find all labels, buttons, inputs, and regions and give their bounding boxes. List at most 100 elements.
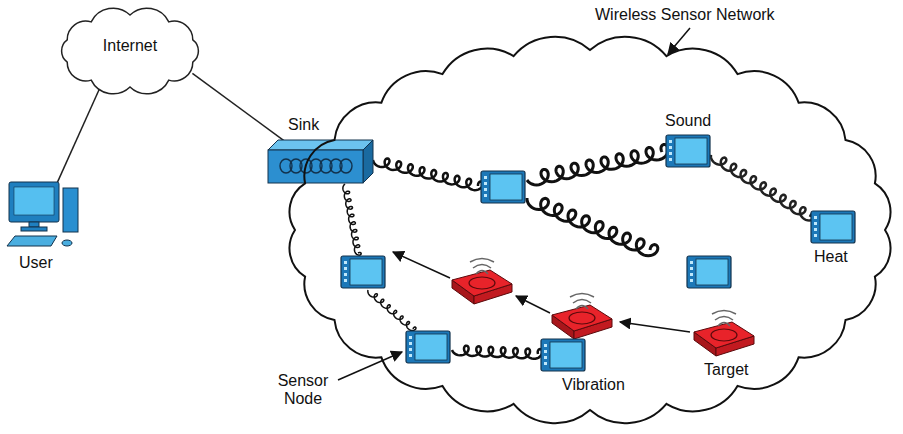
target-side (574, 319, 612, 339)
computer-screen (14, 187, 54, 215)
internet-cloud: Internet (50, 3, 210, 98)
signal-wave (570, 294, 594, 298)
sensor-panel (820, 214, 852, 240)
sensor-panel (350, 259, 382, 285)
sensor-icon (665, 134, 711, 168)
target-top (552, 305, 612, 331)
sensor-led (344, 267, 347, 270)
target-icon (552, 294, 612, 340)
computer-keyboard (7, 236, 57, 246)
target-icon (452, 259, 512, 305)
target-object: Target (692, 292, 756, 379)
sensor-led (814, 234, 817, 237)
sensor-led (814, 228, 817, 231)
computer-mouse (62, 240, 72, 246)
vibration-sensor: Vibration (540, 338, 625, 394)
sensor-led (690, 261, 693, 264)
pointer-arrow (516, 296, 550, 313)
signal-wave (576, 306, 588, 310)
sensor-led (544, 344, 547, 347)
sensor-led (409, 348, 412, 351)
sensor-panel (675, 138, 707, 164)
computer-monitor (9, 182, 59, 222)
sensor-led (669, 140, 672, 143)
sensor-led (344, 273, 347, 276)
cloud-shape (290, 37, 891, 423)
sensor-body (811, 211, 855, 243)
sensor-led (344, 261, 347, 264)
signal-wave (712, 311, 736, 315)
sensor-panel (490, 174, 522, 200)
node-label: Sink (288, 116, 319, 134)
sensor-body (406, 331, 450, 363)
computer-icon (5, 180, 80, 250)
target-side (474, 284, 512, 304)
target-side (552, 315, 574, 339)
sensor-led (690, 267, 693, 270)
network-link (192, 73, 284, 140)
wireless-link (368, 290, 416, 331)
network-link (58, 89, 100, 183)
sink-gateway: Sink (268, 116, 374, 184)
node-label: Heat (814, 248, 848, 266)
sensor-led (484, 194, 487, 197)
sensor-node-icon (687, 256, 731, 288)
pointer-arrow (393, 252, 450, 278)
target-icon (692, 292, 756, 357)
sensor-panel (550, 342, 582, 368)
sensor-led (690, 279, 693, 282)
target-side (452, 280, 474, 304)
node-label: Wireless Sensor Network (595, 6, 775, 24)
target-emitter (469, 277, 495, 289)
sensor-led (484, 182, 487, 185)
sensor-network-cloud: SoundHeatTargetVibration Wireless Sensor … (285, 5, 897, 428)
monitor-base (21, 227, 47, 231)
target-emitter (711, 329, 737, 341)
heat-sensor: Heat (810, 210, 856, 266)
wireless-link (711, 155, 816, 221)
signal-wave (476, 271, 488, 275)
signal-wave (718, 323, 730, 327)
sensor-led (409, 354, 412, 357)
node-label: Sound (665, 112, 711, 130)
sensor-panel (415, 334, 447, 360)
node-label: User (19, 254, 53, 272)
sensor-panel (696, 259, 728, 285)
sensor-led (409, 342, 412, 345)
sensor-led (484, 188, 487, 191)
sink-coil (340, 159, 352, 173)
sensor-body (687, 256, 731, 288)
wireless-link (343, 184, 361, 255)
sensor-body (541, 339, 585, 371)
node-label: Internet (103, 37, 157, 55)
sensor-body (481, 171, 525, 203)
user-computer: User (5, 180, 80, 272)
sensor-led (669, 152, 672, 155)
signal-wave (470, 259, 494, 263)
sensor-body (666, 135, 710, 167)
sound-sensor: Sound (665, 112, 711, 168)
signal-wave (715, 317, 733, 321)
sensor-led (484, 176, 487, 179)
wireless-link (373, 158, 483, 190)
cloud-shape (62, 8, 199, 94)
computer-tower (63, 188, 78, 232)
sensor-led (544, 356, 547, 359)
cloud-outline (285, 5, 897, 428)
sensor-led (814, 216, 817, 219)
pointer-arrow (620, 322, 690, 332)
wireless-link (527, 144, 668, 184)
target-top (452, 270, 512, 296)
sensor-led (344, 279, 347, 282)
sensor-node-icon (406, 331, 450, 363)
sensor-led (669, 158, 672, 161)
node-label: Target (704, 361, 748, 379)
wireless-link (452, 346, 542, 359)
target-emitter (569, 312, 595, 324)
sensor-led (409, 336, 412, 339)
sink-side (363, 140, 373, 183)
node-label: Vibration (562, 376, 625, 394)
wireless-link (527, 198, 658, 256)
sensor-node-icon (341, 256, 385, 288)
